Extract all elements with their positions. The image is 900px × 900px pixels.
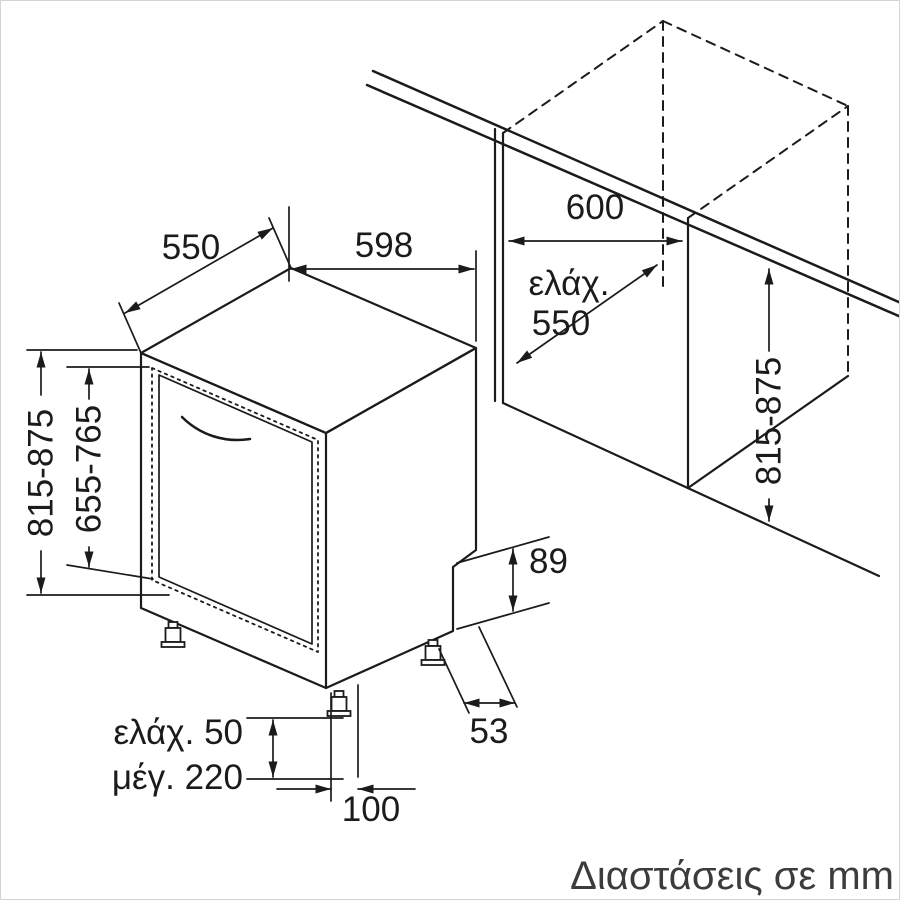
dim-rear-plinth-height: 89 [456, 536, 568, 630]
dishwasher-outline [139, 266, 478, 690]
dim-plinth-depth: 100 [276, 684, 416, 829]
door-panel [151, 367, 319, 653]
dim-niche-width: 600 [508, 188, 683, 246]
dim-plinth-adjust: ελάχ. 50 μέγ. 220 [112, 713, 344, 797]
door-handle [180, 415, 252, 442]
dim-niche-depth: ελάχ. 550 [516, 264, 658, 364]
label-rear-foot-offset: 53 [470, 712, 509, 751]
label-top-width: 598 [355, 226, 413, 265]
label-niche-height: 815-875 [750, 357, 789, 485]
label-top-depth: 550 [162, 228, 220, 267]
worktop-lines [365, 69, 899, 318]
label-niche-depth-prefix: ελάχ. [529, 264, 610, 303]
dim-niche-height-right: 815-875 [750, 268, 789, 522]
label-door-panel-height: 655-765 [70, 405, 109, 533]
label-plinth-depth: 100 [342, 790, 400, 829]
dim-top-depth: 550 [118, 217, 292, 354]
foot-front-left [160, 621, 186, 648]
niche-solid-edges [493, 127, 881, 578]
label-niche-depth-value: 550 [532, 304, 590, 343]
dim-rear-foot-offset: 53 [438, 626, 518, 751]
label-niche-width: 600 [566, 188, 624, 227]
dim-appliance-height-left: 815-875 [22, 349, 170, 596]
label-plinth-min: ελάχ. 50 [113, 713, 243, 752]
label-appliance-height: 815-875 [22, 409, 61, 537]
label-rear-plinth-height: 89 [529, 542, 568, 581]
dim-door-panel-height: 655-765 [66, 366, 154, 580]
label-plinth-max: μέγ. 220 [112, 758, 243, 797]
dim-top-width: 598 [288, 206, 477, 342]
adjustable-feet [160, 621, 446, 717]
units-note: Διαστάσεις σε mm [570, 854, 894, 898]
foot-front-right [326, 690, 352, 717]
